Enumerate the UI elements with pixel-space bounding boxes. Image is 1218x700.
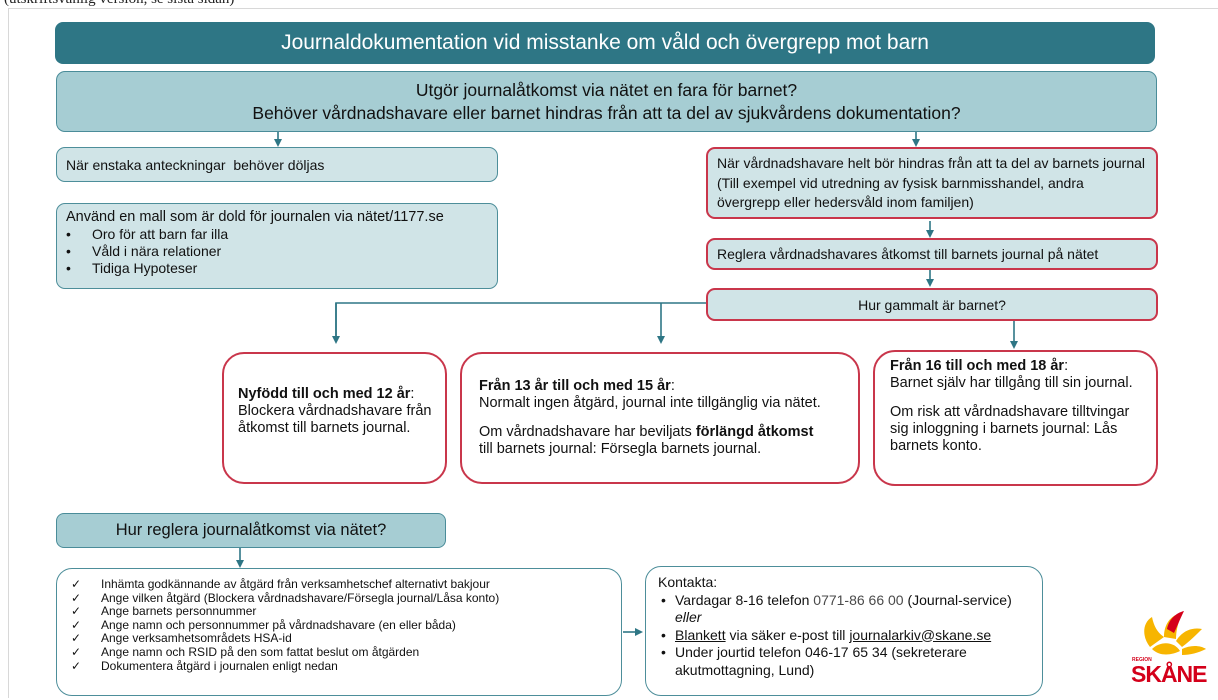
checklist-item: ✓Ange barnets personnummer [71,604,257,619]
guardian-block-box: När vårdnadshavare helt bör hindras från… [706,147,1158,219]
guardian-block-text: När vårdnadshavare helt bör hindras från… [717,155,1146,210]
age-box-mid: Från 13 år till och med 15 år: Normalt i… [460,352,860,484]
age-old-line1: Barnet själv har tillgång till sin journ… [890,375,1133,391]
question-line-2: Behöver vårdnadshavare eller barnet hind… [252,103,961,123]
question-line-1: Utgör journalåtkomst via nätet en fara f… [415,80,798,100]
contact-item: • Vardagar 8-16 telefon 0771-86 66 00 (J… [661,591,1012,626]
age-young-text: Blockera vårdnadshavare från åtkomst til… [238,403,432,436]
checklist-item: ✓Ange namn och personnummer på vårdnadsh… [71,617,456,632]
print-version-note: (utskriftsvänlig version, se sista sidan… [4,0,234,8]
age-box-old: Från 16 till och med 18 år: Barnet själv… [873,350,1158,486]
checklist-item: ✓Ange namn och RSID på den som fattat be… [71,644,420,659]
age-young-heading: Nyfödd till och med 12 år [238,386,411,402]
branch-line [335,302,706,336]
age-mid-heading: Från 13 år till och med 15 år [479,378,671,394]
age-box-young: Nyfödd till och med 12 år: Blockera vård… [222,352,447,484]
region-skane-logo: REGION SKÅNE [1112,607,1218,695]
template-item: •Våld i nära relationer [66,243,222,259]
contact-item: • Under jourtid telefon 046-17 65 34 (se… [661,644,967,678]
contact-box: Kontakta: • Vardagar 8-16 telefon 0771-8… [645,566,1043,696]
age-mid-paragraph2: Om vårdnadshavare har beviljats förlängd… [479,424,814,440]
contact-heading: Kontakta: [658,574,718,590]
main-question-box: Utgör journalåtkomst via nätet en fara f… [56,71,1157,132]
blankett-link[interactable]: Blankett [675,626,726,643]
page-title: Journaldokumentation vid misstanke om vå… [55,22,1155,64]
age-question-box: Hur gammalt är barnet? [706,288,1158,321]
logo-region-text: REGION [1132,657,1152,663]
template-heading: Använd en mall som är dold för journalen… [66,209,444,225]
how-to-regulate-box: Hur reglera journalåtkomst via nätet? [56,513,446,548]
checklist-item: ✓Inhämta godkännande av åtgärd från verk… [71,577,490,591]
checklist-box: ✓Inhämta godkännande av åtgärd från verk… [56,568,622,696]
checklist-item: ✓Dokumentera åtgärd i journalen enligt n… [71,658,338,673]
griffin-icon [1144,611,1206,655]
age-old-heading: Från 16 till och med 18 år [890,358,1065,374]
regulate-access-text: Reglera vårdnadshavares åtkomst till bar… [717,246,1099,262]
age-mid-line1: Normalt ingen åtgärd, journal inte tillg… [479,395,821,411]
age-question-text: Hur gammalt är barnet? [858,296,1006,313]
template-item: •Oro för att barn far illa [66,226,229,242]
regulate-access-box: Reglera vårdnadshavares åtkomst till bar… [706,238,1158,270]
hide-notes-text: När enstaka anteckningar behöver döljas [66,156,325,173]
contact-item: • Blankett via säker e-post till journal… [661,626,992,643]
checklist-item: ✓Ange vilken åtgärd (Blockera vårdnadsha… [71,590,500,605]
logo-skane-text: SKÅNE [1131,661,1208,687]
template-box: Använd en mall som är dold för journalen… [56,203,498,289]
template-item: •Tidiga Hypoteser [66,260,198,276]
age-old-paragraph2: Om risk att vårdnadshavare tilltvingar s… [890,404,1130,454]
journal-service-phone[interactable]: 0771-86 66 00 [813,591,904,608]
checklist-item: ✓Ange verksamhetsområdets HSA-id [71,631,292,646]
hide-notes-box: När enstaka anteckningar behöver döljas [56,147,498,182]
journalarkiv-email-link[interactable]: journalarkiv@skane.se [849,626,992,643]
